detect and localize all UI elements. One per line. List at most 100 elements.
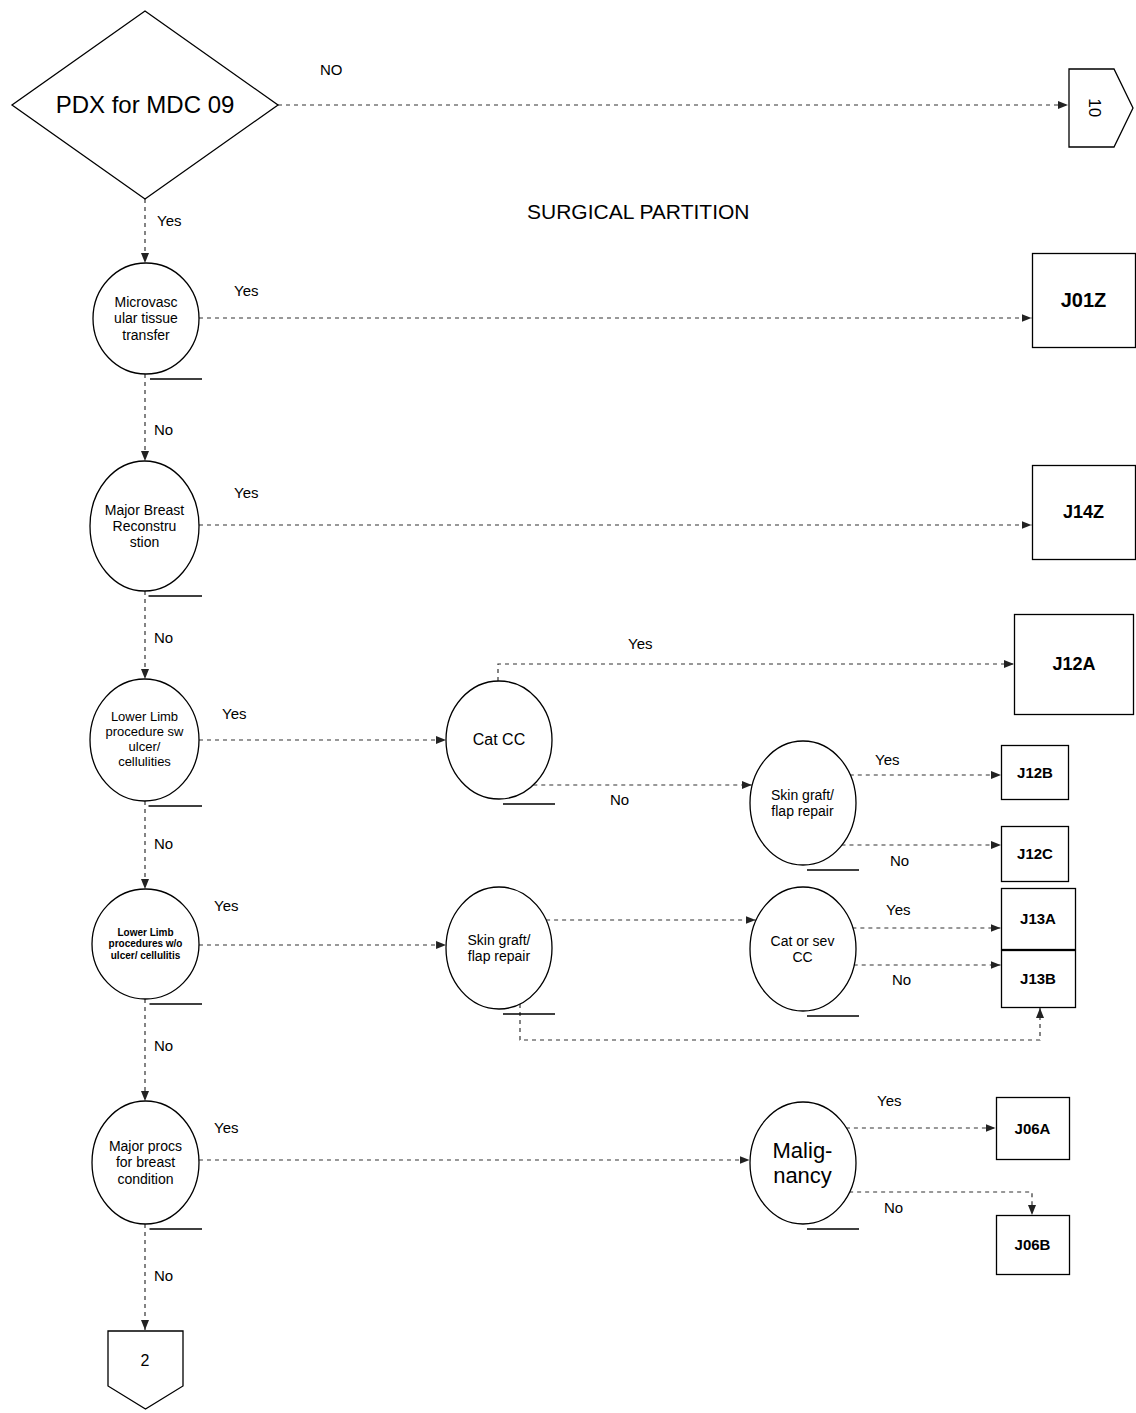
node-label: PDX for MDC 09 [33,91,258,119]
node-label: 10 [1084,99,1104,118]
node-text: Major Breast Reconstru stion [105,502,185,550]
node-label: 2 [113,1352,178,1370]
node-outline [107,1330,184,1410]
node-text: J12A [1020,654,1128,675]
flow-connector [546,919,756,920]
decision-circle: Cat or sev CC [749,886,857,1012]
drg-box: J13B [1001,950,1076,1008]
node-text: J14Z [1037,502,1131,523]
flow-connector [852,927,1000,928]
node-label: J12A [1020,654,1128,675]
flow-connector [533,784,752,785]
node-label: Skin graft/ flap repair [764,787,842,819]
edge-label: No [608,792,631,809]
decision-circle: Skin graft/ flap repair [749,740,857,866]
node-label: Lower Limb procedures w/o ulcer/ celluli… [107,927,185,962]
decision-circle: Major procs for breast condition [91,1100,200,1225]
node-label: J06B [999,1236,1066,1253]
node-text: Lower Limb procedures w/o ulcer/ celluli… [107,927,185,962]
node-text: J06B [999,1236,1066,1253]
drg-box: J12A [1014,614,1134,715]
node-label: J12C [1005,845,1066,862]
node-text: Skin graft/ flap repair [764,787,842,819]
drg-box: J01Z [1032,253,1136,348]
flow-connector [846,1127,996,1128]
flow-connector [199,944,446,945]
edge-label: Yes [884,902,912,919]
node-label: J12B [1005,764,1066,781]
decision-circle: Malig- nancy [749,1101,857,1225]
flow-connector [278,104,1068,105]
decision-diamond: PDX for MDC 09 [11,10,279,200]
edge-label: No [152,1038,175,1055]
edge-label: Yes [232,485,260,502]
drg-box: J12C [1001,826,1069,882]
flow-connector [199,524,1032,525]
edge-label: No [890,972,913,989]
node-text: Skin graft/ flap repair [460,932,538,964]
node-label: Lower Limb procedure sw ulcer/ celluliti… [105,710,185,770]
edge-label: Yes [155,213,183,230]
edge-label: No [888,853,911,870]
node-text: J12B [1005,764,1066,781]
node-text: Cat CC [460,731,538,749]
node-label: J01Z [1037,289,1131,312]
offpage-connector: 2 [107,1330,184,1410]
node-label: Microvasc ular tissue transfer [107,294,185,342]
node-text: 2 [113,1352,178,1370]
node-label: Cat or sev CC [764,933,842,965]
edge-label: Yes [212,898,240,915]
flow-connector [144,374,145,461]
node-text: J13A [1004,910,1072,927]
flow-connector [199,317,1032,318]
edge-label: No [152,422,175,439]
drg-box: J06B [996,1215,1070,1275]
edge-label: NO [318,62,345,79]
flow-connector [854,964,1001,965]
flow-connector [849,1192,1032,1215]
edge-label: Yes [232,283,260,300]
decision-circle: Microvasc ular tissue transfer [92,262,200,375]
node-text: J06A [999,1120,1066,1137]
edge-label: No [152,1268,175,1285]
offpage-connector: 10 [1068,68,1134,148]
node-label: Skin graft/ flap repair [460,932,538,964]
node-text: Cat or sev CC [764,933,842,965]
node-text: J13B [1004,970,1072,987]
node-label: Malig- nancy [764,1138,842,1189]
node-text: Major procs for breast condition [107,1138,185,1186]
node-label: Major Breast Reconstru stion [105,502,185,550]
edge-label: Yes [875,1093,903,1110]
edge-label: Yes [212,1120,240,1137]
edge-label: Yes [873,752,901,769]
node-text: Lower Limb procedure sw ulcer/ celluliti… [105,710,185,770]
node-label: Major procs for breast condition [107,1138,185,1186]
partition-title: SURGICAL PARTITION [525,200,751,224]
node-label: J13A [1004,910,1072,927]
node-label: J14Z [1037,502,1131,523]
drg-box: J13A [1001,888,1076,950]
edge-label: No [152,836,175,853]
node-text: J12C [1005,845,1066,862]
flow-connector [199,739,446,740]
edge-label: No [882,1200,905,1217]
decision-circle: Skin graft/ flap repair [445,886,553,1010]
flow-connector [144,1224,145,1330]
decision-circle: Lower Limb procedure sw ulcer/ celluliti… [89,678,200,802]
flow-connector [520,1004,1040,1040]
flow-connector [144,801,145,889]
decision-circle: Lower Limb procedures w/o ulcer/ celluli… [91,888,200,1000]
flow-connector [144,199,145,263]
decision-circle: Cat CC [445,680,553,800]
node-text: PDX for MDC 09 [33,91,258,119]
drg-box: J06A [996,1097,1070,1160]
edge-label: No [152,630,175,647]
node-text: 10 [1084,99,1104,118]
flow-connector [498,664,1014,681]
drg-box: J12B [1001,745,1069,800]
node-label: J13B [1004,970,1072,987]
node-text: Microvasc ular tissue transfer [107,294,185,342]
flow-connector [199,1159,750,1160]
flow-connector [850,774,1001,775]
node-text: J01Z [1037,289,1131,312]
